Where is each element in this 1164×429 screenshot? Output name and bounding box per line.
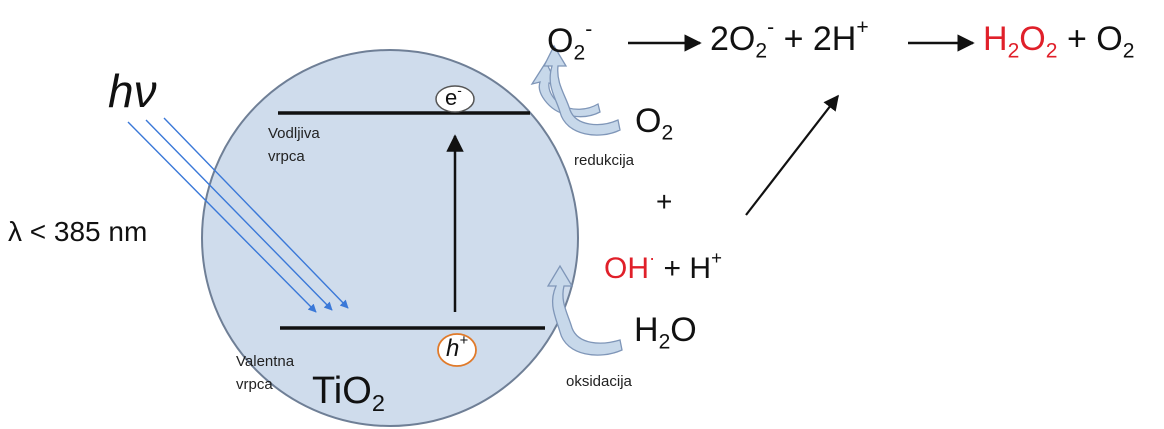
superoxide-base: O bbox=[547, 22, 574, 60]
tio2-label: TiO2 bbox=[312, 370, 385, 415]
hydroxyl-radical: OH bbox=[604, 252, 649, 285]
hole-circle bbox=[437, 333, 477, 367]
oxidation-label: oksidacija bbox=[566, 373, 632, 390]
superoxide-sub: 2 bbox=[573, 41, 586, 65]
light-ray bbox=[127, 121, 317, 313]
oxidation-curved-arrows bbox=[546, 264, 623, 356]
electron-symbol: e bbox=[445, 85, 458, 110]
electron-charge: - bbox=[457, 82, 462, 98]
proton-charge: + bbox=[711, 247, 722, 269]
step2-sub: 2 bbox=[755, 39, 768, 63]
hydroxyl-products: OH· + H+ bbox=[604, 248, 722, 285]
light-ray bbox=[145, 119, 333, 311]
o2-base: O bbox=[635, 102, 662, 140]
o2-sub: 2 bbox=[661, 121, 674, 145]
valence-band-label: Valentna vrpca bbox=[236, 354, 294, 392]
proton: + H bbox=[663, 252, 712, 285]
superoxide-charge: - bbox=[585, 18, 593, 42]
step2-protons: + 2H bbox=[783, 20, 857, 58]
conduction-band-label-line1: Vodljiva bbox=[268, 125, 320, 142]
conduction-band-label-line2: vrpca bbox=[268, 148, 305, 165]
reduction-curved-arrows bbox=[530, 44, 621, 136]
oxygen-product-sub: 2 bbox=[1122, 39, 1135, 63]
light-rays bbox=[127, 117, 349, 313]
photon-energy-label: hν bbox=[108, 65, 157, 117]
superoxide: O2- bbox=[547, 19, 592, 63]
tio2-base: TiO bbox=[312, 370, 372, 412]
peroxide-o-sub: 2 bbox=[1045, 39, 1058, 63]
hydroxyl-radical-dot: · bbox=[649, 247, 656, 269]
hole-symbol: h bbox=[446, 335, 460, 362]
hole-label: h+ bbox=[446, 333, 468, 362]
conduction-band-label: Vodljiva vrpca bbox=[268, 126, 320, 164]
step2-proton-charge: + bbox=[856, 16, 869, 40]
electron-circle bbox=[435, 85, 475, 113]
oxygen-product: + O bbox=[1066, 20, 1123, 58]
water-o: O bbox=[670, 311, 697, 349]
curved-arrow-reduction-loop bbox=[542, 44, 621, 136]
valence-band-label-line2: vrpca bbox=[236, 376, 273, 393]
water-h: H bbox=[634, 311, 659, 349]
step2-charge: - bbox=[767, 16, 775, 40]
peroxide-o: O bbox=[1019, 20, 1046, 58]
wavelength-label: λ < 385 nm bbox=[8, 216, 148, 247]
plus-sign: + bbox=[656, 186, 673, 217]
reduction-label: redukcija bbox=[574, 152, 635, 169]
step2-species: 2O2- + 2H+ bbox=[710, 17, 869, 61]
hole-charge: + bbox=[459, 332, 469, 349]
peroxide-h: H bbox=[983, 20, 1008, 58]
oxidation-reactant: H2O bbox=[634, 311, 697, 352]
tio2-particle bbox=[201, 49, 579, 427]
valence-band-label-line1: Valentna bbox=[236, 353, 295, 370]
final-products: H2O2 + O2 bbox=[983, 20, 1134, 61]
electron-label: e- bbox=[445, 83, 462, 110]
peroxide-h-sub: 2 bbox=[1007, 39, 1020, 63]
step2-superoxide: 2O bbox=[710, 20, 756, 58]
water-sub: 2 bbox=[658, 330, 671, 354]
light-ray bbox=[163, 117, 349, 309]
reduction-reactant: O2 bbox=[635, 102, 673, 143]
arrow-hydroxyl-to-product bbox=[745, 94, 839, 216]
tio2-sub: 2 bbox=[371, 390, 385, 417]
curved-arrow-oxidation-loop bbox=[546, 264, 623, 356]
